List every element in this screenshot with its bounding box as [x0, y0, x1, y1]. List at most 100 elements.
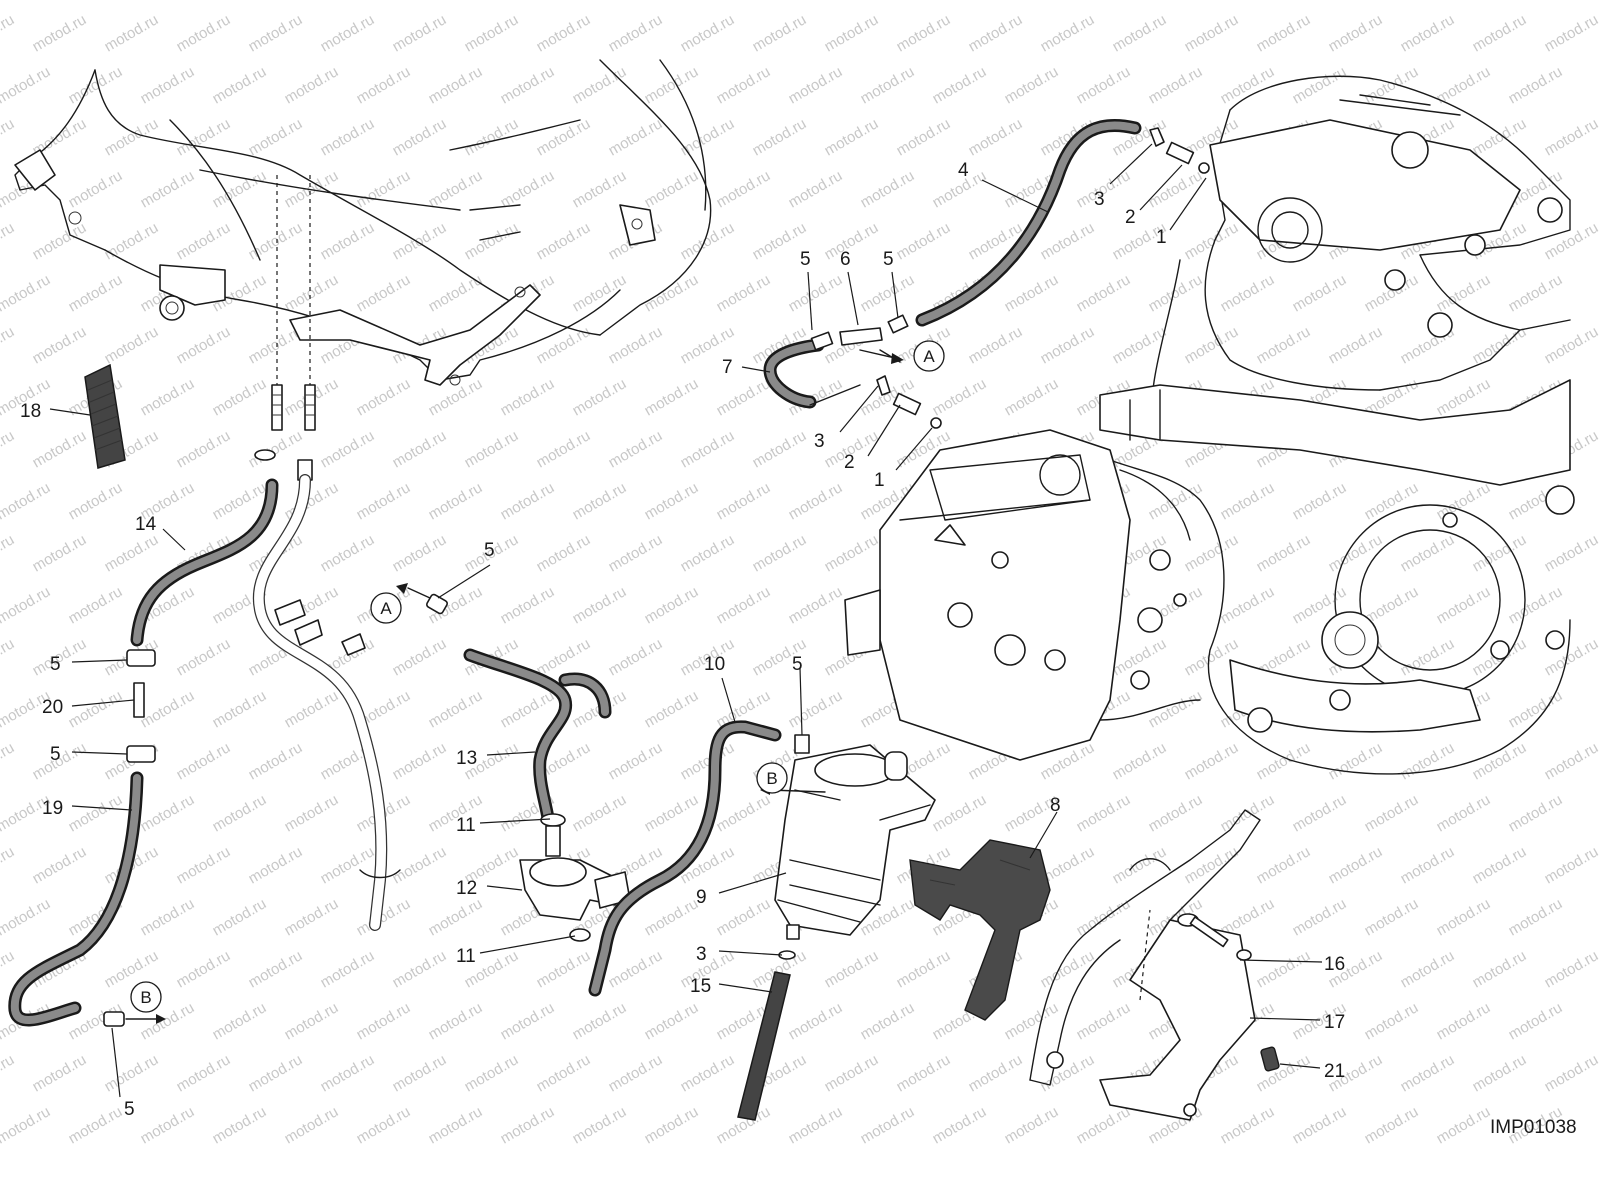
watermark-text: motod.ru [498, 687, 558, 731]
callout-2: 2 [844, 452, 855, 473]
watermark-text: motod.ru [210, 63, 270, 107]
watermark-text: motod.ru [678, 219, 738, 263]
watermark-text: motod.ru [66, 583, 126, 627]
callout-labels: 1 2 3 4 5 6 5 7 3 2 1 18 14 5 20 5 19 5 … [20, 160, 1345, 1120]
watermark-text: motod.ru [0, 739, 17, 783]
callout-16: 16 [1324, 954, 1345, 975]
watermark-text: motod.ru [606, 11, 666, 55]
watermark-text: motod.ru [282, 479, 342, 523]
watermark-text: motod.ru [426, 687, 486, 731]
watermark-text: motod.ru [1506, 63, 1566, 107]
watermark-text: motod.ru [30, 1051, 90, 1095]
callout-9: 9 [696, 887, 707, 908]
watermark-text: motod.ru [894, 115, 954, 159]
callout-1: 1 [874, 470, 885, 491]
watermark-text: motod.ru [1218, 583, 1278, 627]
callout-15: 15 [690, 976, 711, 997]
watermark-text: motod.ru [174, 427, 234, 471]
watermark-text: motod.ru [570, 63, 630, 107]
bracket-8 [909, 839, 1051, 1021]
watermark-text: motod.ru [1398, 635, 1458, 679]
watermark-text: motod.ru [30, 219, 90, 263]
callout-13: 13 [456, 748, 477, 769]
watermark-text: motod.ru [0, 63, 53, 107]
watermark-text: motod.ru [786, 1103, 846, 1147]
watermark-text: motod.ru [714, 375, 774, 419]
watermark-text: motod.ru [1326, 843, 1386, 887]
watermark-text: motod.ru [1290, 271, 1350, 315]
watermark-text: motod.ru [1542, 531, 1600, 575]
watermark-text: motod.ru [858, 999, 918, 1043]
watermark-text: motod.ru [498, 1103, 558, 1147]
watermark-text: motod.ru [426, 63, 486, 107]
watermark-text: motod.ru [966, 115, 1026, 159]
callout-14: 14 [135, 514, 157, 535]
callout-5: 5 [50, 744, 61, 765]
watermark-text: motod.ru [174, 1051, 234, 1095]
watermark-text: motod.ru [1002, 1103, 1062, 1147]
watermark-text: motod.ru [462, 1051, 522, 1095]
watermark-text: motod.ru [390, 115, 450, 159]
callout-21: 21 [1324, 1061, 1345, 1082]
watermark-text: motod.ru [0, 531, 17, 575]
watermark-text: motod.ru [534, 219, 594, 263]
watermark-text: motod.ru [1506, 583, 1566, 627]
watermark-text: motod.ru [0, 323, 17, 367]
watermark-text: motod.ru [102, 531, 162, 575]
watermark-text: motod.ru [1290, 479, 1350, 523]
watermark-text: motod.ru [1218, 791, 1278, 835]
watermark-text: motod.ru [174, 219, 234, 263]
watermark-text: motod.ru [246, 1051, 306, 1095]
watermark-text: motod.ru [642, 791, 702, 835]
watermark-text: motod.ru [1146, 167, 1206, 211]
watermark-text: motod.ru [246, 11, 306, 55]
watermark-text: motod.ru [1002, 63, 1062, 107]
watermark-text: motod.ru [1146, 63, 1206, 107]
hose-10 [588, 720, 782, 997]
callout-1: 1 [1156, 227, 1167, 248]
watermark-text: motod.ru [1398, 843, 1458, 887]
watermark-text: motod.ru [210, 687, 270, 731]
callout-4: 4 [958, 160, 969, 181]
screw-16 [1177, 913, 1252, 961]
watermark-text: motod.ru [0, 0, 53, 3]
watermark-text: motod.ru [858, 1103, 918, 1147]
watermark-text: motod.ru [1074, 1103, 1134, 1147]
watermark-text: motod.ru [534, 115, 594, 159]
watermark-text: motod.ru [570, 791, 630, 835]
watermark-text: motod.ru [534, 1051, 594, 1095]
callout-2: 2 [1125, 207, 1136, 228]
watermark-text: motod.ru [822, 947, 882, 991]
watermark-text: motod.ru [318, 11, 378, 55]
watermark-text: motod.ru [822, 11, 882, 55]
watermark-text: motod.ru [390, 427, 450, 471]
watermark-text: motod.ru [1290, 1103, 1350, 1147]
watermark-text: motod.ru [1542, 843, 1600, 887]
connector-6-assembly [809, 314, 909, 406]
watermark-text: motod.ru [1398, 1051, 1458, 1095]
watermark-text: motod.ru [0, 427, 17, 471]
watermark-text: motod.ru [1002, 999, 1062, 1043]
watermark-text: motod.ru [30, 427, 90, 471]
fitting-set-lower [876, 375, 942, 429]
hose-15 [737, 950, 796, 1121]
watermark-text: motod.ru [138, 1103, 198, 1147]
watermark-text: motod.ru [786, 479, 846, 523]
watermark-text: motod.ru [1506, 999, 1566, 1043]
watermark-text: motod.ru [786, 167, 846, 211]
watermark-text: motod.ru [714, 63, 774, 107]
watermark-text: motod.ru [822, 115, 882, 159]
callout-18: 18 [20, 401, 41, 422]
watermark-text: motod.ru [66, 687, 126, 731]
watermark-text: motod.ru [1506, 791, 1566, 835]
watermark-text: motod.ru [930, 791, 990, 835]
watermark-text: motod.ru [1506, 271, 1566, 315]
watermark-text: motod.ru [750, 115, 810, 159]
watermark-text: motod.ru [66, 167, 126, 211]
watermark-text: motod.ru [354, 375, 414, 419]
watermark-text: motod.ru [786, 271, 846, 315]
watermark-text: motod.ru [858, 271, 918, 315]
watermark-text: motod.ru [498, 479, 558, 523]
watermark-text: motod.ru [0, 1051, 17, 1095]
watermark-text: motod.ru [1290, 0, 1350, 3]
